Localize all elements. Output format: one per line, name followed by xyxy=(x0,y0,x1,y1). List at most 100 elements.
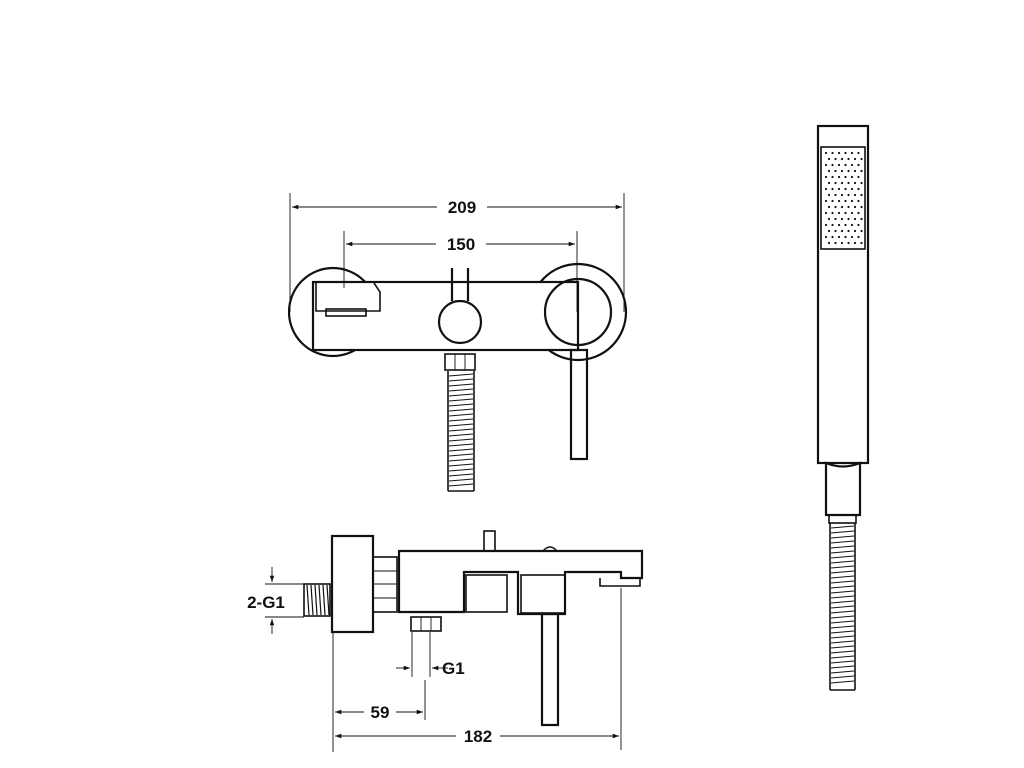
spray-nozzle xyxy=(827,193,831,197)
rib-line xyxy=(448,388,474,392)
hose-front xyxy=(447,371,475,492)
dimension-209: 209 xyxy=(289,193,625,312)
rib-line xyxy=(448,428,474,432)
spray-nozzle xyxy=(840,169,844,173)
spray-nozzle xyxy=(860,193,863,197)
rib-line xyxy=(448,413,474,417)
spray-nozzle xyxy=(827,181,831,185)
dimension-150: 150 xyxy=(343,231,578,312)
spray-nozzle xyxy=(834,157,837,161)
rib-line xyxy=(830,565,855,569)
spray-nozzle xyxy=(837,211,841,215)
rib-line xyxy=(830,600,855,604)
spray-nozzle xyxy=(850,211,854,215)
side-diverter-knob xyxy=(483,530,496,552)
spray-nozzle xyxy=(824,199,828,203)
spray-nozzle xyxy=(831,151,834,155)
spray-nozzle xyxy=(853,229,857,233)
rib-line xyxy=(830,550,855,554)
rib-line xyxy=(830,610,855,614)
spray-nozzle xyxy=(831,223,834,227)
spray-nozzle xyxy=(831,235,834,239)
rib-line xyxy=(830,535,855,539)
dimension-59-label: 59 xyxy=(371,703,390,722)
side-handle-lever xyxy=(540,612,560,727)
spray-nozzle xyxy=(831,211,834,215)
handle-lever xyxy=(569,348,589,461)
hand-shower-body xyxy=(816,124,870,465)
rib-line xyxy=(448,423,474,427)
rib-line xyxy=(830,640,855,644)
spray-nozzle xyxy=(847,205,850,209)
rib-line xyxy=(830,620,855,624)
spray-nozzle xyxy=(847,181,850,185)
spray-nozzle xyxy=(824,223,828,227)
spray-nozzle xyxy=(850,151,854,155)
spray-nozzle xyxy=(837,223,841,227)
dimension-g1: G1 xyxy=(396,632,465,678)
rib-line xyxy=(830,555,855,559)
spray-nozzle xyxy=(853,181,857,185)
spray-nozzle xyxy=(831,175,834,179)
spray-nozzle xyxy=(844,175,847,179)
spray-nozzle xyxy=(824,151,828,155)
spray-nozzle xyxy=(844,199,847,203)
rib-line xyxy=(830,590,855,594)
hose-nut xyxy=(444,353,476,371)
rib-line xyxy=(448,453,474,457)
spray-nozzle xyxy=(860,181,863,185)
spray-nozzle xyxy=(853,205,857,209)
dimension-182: 182 xyxy=(335,588,622,750)
spray-nozzle xyxy=(857,187,860,191)
spray-nozzle xyxy=(834,193,837,197)
spray-nozzle xyxy=(847,217,850,221)
spray-nozzle xyxy=(857,151,860,155)
dimension-182-label: 182 xyxy=(464,727,492,746)
rib-line xyxy=(448,463,474,467)
spray-nozzle xyxy=(831,163,834,167)
rib-line xyxy=(448,418,474,422)
spray-nozzle xyxy=(857,163,860,167)
spray-nozzle xyxy=(834,181,837,185)
spray-nozzle xyxy=(827,241,831,245)
spray-nozzle xyxy=(834,205,837,209)
rib-line xyxy=(448,408,474,412)
spray-nozzle xyxy=(837,151,841,155)
rib-line xyxy=(448,448,474,452)
side-view: 2-G1 G1 59 182 xyxy=(247,530,644,752)
hand-shower xyxy=(816,124,870,691)
spray-nozzle xyxy=(853,193,857,197)
side-outlet-nut xyxy=(410,616,442,632)
rib-line xyxy=(830,630,855,634)
spray-nozzle xyxy=(834,241,837,245)
rib-line xyxy=(830,670,855,674)
dimension-209-label: 209 xyxy=(448,198,476,217)
spray-nozzle xyxy=(853,217,857,221)
rib-line xyxy=(830,675,855,679)
spray-nozzle xyxy=(850,175,854,179)
rib-line xyxy=(448,483,474,487)
spray-nozzle xyxy=(827,169,831,173)
rib-line xyxy=(314,584,318,616)
spray-nozzle xyxy=(837,187,841,191)
front-view: 209 150 xyxy=(287,193,628,492)
spray-nozzle xyxy=(827,229,831,233)
spray-nozzle xyxy=(844,211,847,215)
spray-nozzle xyxy=(831,187,834,191)
rib-line xyxy=(448,373,474,377)
rib-line xyxy=(830,570,855,574)
spray-nozzle xyxy=(834,229,837,233)
spray-nozzle xyxy=(847,229,850,233)
spray-nozzle xyxy=(831,199,834,203)
spray-nozzle xyxy=(840,193,844,197)
spray-nozzle xyxy=(827,217,831,221)
rib-line xyxy=(448,383,474,387)
side-wall-flange xyxy=(330,534,375,634)
rib-line xyxy=(830,605,855,609)
spray-nozzle xyxy=(840,229,844,233)
rib-line xyxy=(322,584,326,616)
spray-nozzle xyxy=(840,241,844,245)
rib-line xyxy=(448,473,474,477)
spray-nozzle xyxy=(853,157,857,161)
